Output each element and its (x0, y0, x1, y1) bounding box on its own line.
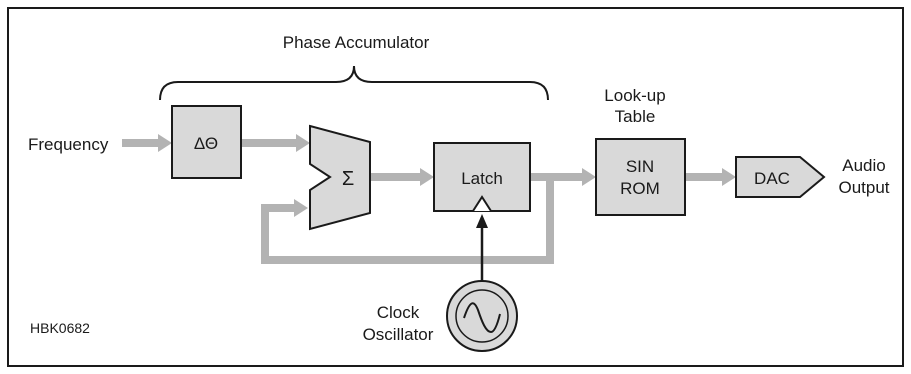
audio-label: Audio (842, 156, 885, 175)
phase-accumulator-brace (159, 65, 549, 101)
adder-input-arrowhead (296, 134, 310, 152)
feedback-path (261, 177, 554, 264)
rom-label: ROM (620, 179, 660, 198)
delta-theta-block (171, 105, 242, 179)
oscillator-label: Oscillator (363, 325, 434, 344)
frequency-label: Frequency (28, 135, 109, 154)
latch-label: Latch (461, 169, 503, 188)
adder-block (309, 124, 371, 231)
rom-input-arrowhead (582, 168, 596, 186)
figure-id: HBK0682 (30, 320, 90, 336)
arrowheads (158, 134, 736, 217)
latch-input-arrowhead (420, 168, 434, 186)
signal-paths (122, 139, 726, 264)
output-label: Output (838, 178, 889, 197)
clock-triangle-icon (472, 195, 492, 212)
dac-input-arrowhead (722, 168, 736, 186)
lookup-label: Look-up (604, 86, 665, 105)
delta-theta-label: ΔΘ (194, 134, 218, 153)
dac-label: DAC (754, 169, 790, 188)
feedback-arrowhead (294, 199, 308, 217)
dac-block (735, 156, 826, 198)
sin-label: SIN (626, 157, 654, 176)
frequency-arrowhead (158, 134, 172, 152)
clock-label: Clock (377, 303, 420, 322)
clock-arrowhead (476, 214, 488, 228)
sigma-symbol: Σ (342, 168, 354, 190)
sine-wave-icon (463, 302, 501, 334)
phase-accumulator-label: Phase Accumulator (283, 33, 430, 52)
table-label: Table (615, 107, 656, 126)
sin-rom-block (595, 138, 686, 216)
